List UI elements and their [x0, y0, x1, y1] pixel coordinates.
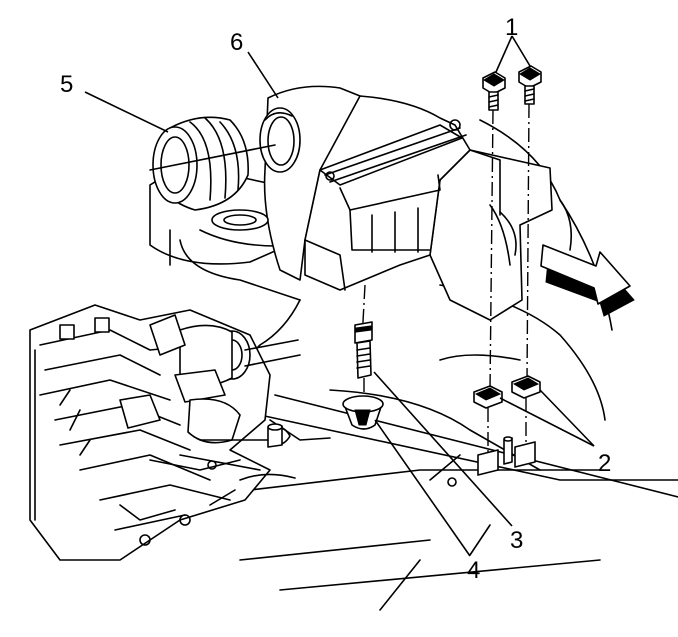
callout-6: 6 [230, 29, 243, 56]
clip-nut-lower [473, 385, 503, 462]
front-direction-arrow-icon [540, 244, 635, 317]
floor-studs [267, 423, 536, 476]
leader-lines [84, 35, 595, 557]
clip-nut-upper [511, 375, 541, 455]
air-inlet-duct [149, 116, 276, 211]
bolt-right [518, 65, 542, 381]
callout-1: 1 [505, 14, 518, 41]
mounting-grommet [342, 395, 384, 430]
callout-5: 5 [60, 71, 73, 98]
air-cleaner-housing [259, 85, 471, 291]
vehicle-body-panel [149, 119, 678, 611]
callout-3: 3 [510, 527, 523, 554]
mounting-stud [354, 284, 373, 398]
bolt-left [482, 71, 506, 391]
intake-opening [211, 209, 269, 231]
callout-2: 2 [598, 450, 611, 477]
callout-4: 4 [467, 557, 480, 584]
engine-throttle-body-assembly [29, 304, 331, 561]
